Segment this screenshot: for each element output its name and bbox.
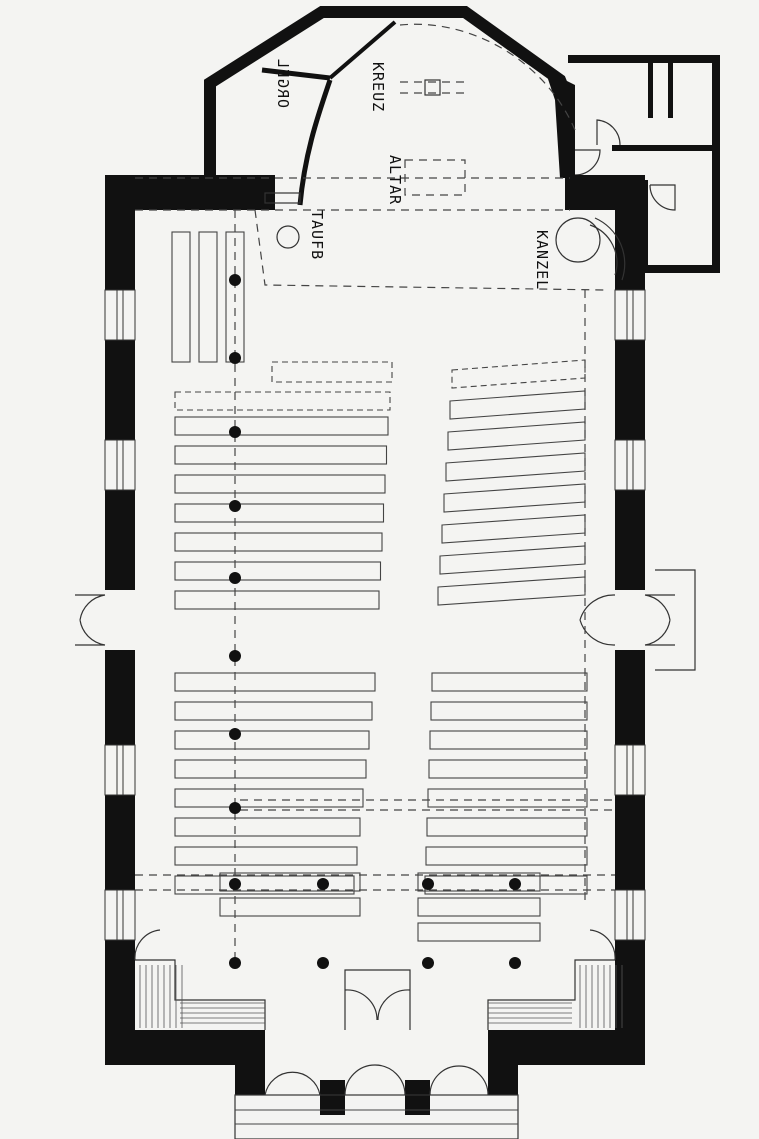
- pew: [431, 672, 588, 692]
- pew: [174, 701, 373, 721]
- label-baptismal-font: TAUFB: [308, 210, 326, 260]
- column: [509, 957, 521, 969]
- column: [229, 500, 241, 512]
- pew: [439, 545, 586, 575]
- pew: [174, 672, 376, 692]
- pew: [417, 872, 541, 892]
- nave-walls: [105, 175, 645, 1115]
- entrance: [134, 929, 623, 1139]
- pew: [451, 359, 586, 389]
- pew: [430, 701, 588, 721]
- pew: [426, 817, 588, 837]
- pew: [174, 875, 355, 895]
- column: [229, 802, 241, 814]
- chancel: [135, 79, 626, 291]
- pew: [174, 416, 389, 436]
- column: [229, 572, 241, 584]
- pew: [425, 846, 588, 866]
- pew: [174, 788, 364, 808]
- label-organ: ORGEL: [274, 58, 292, 108]
- column: [229, 352, 241, 364]
- pew: [174, 445, 388, 465]
- pew: [447, 421, 586, 451]
- pew: [174, 846, 358, 866]
- columns: [229, 274, 521, 969]
- pews: [171, 231, 588, 942]
- side-doors: [75, 569, 696, 671]
- pew: [445, 452, 586, 482]
- pew: [174, 730, 370, 750]
- pew: [441, 514, 586, 544]
- window: [104, 744, 136, 796]
- windows: [104, 289, 646, 941]
- column: [422, 878, 434, 890]
- pew: [443, 483, 586, 513]
- column: [229, 878, 241, 890]
- column: [317, 957, 329, 969]
- pew: [174, 532, 383, 552]
- column: [229, 650, 241, 662]
- column: [229, 426, 241, 438]
- choir-bench: [198, 231, 218, 363]
- baptismal-font-icon: [276, 225, 300, 249]
- pew: [449, 390, 586, 420]
- pew: [174, 391, 391, 411]
- pew: [437, 576, 586, 606]
- pew: [271, 361, 393, 383]
- pew: [417, 897, 541, 917]
- pew: [174, 561, 382, 581]
- column: [229, 728, 241, 740]
- pew: [174, 759, 367, 779]
- pew: [429, 730, 588, 750]
- altar-table: [404, 159, 466, 196]
- window: [104, 889, 136, 941]
- pew: [174, 817, 361, 837]
- column: [229, 274, 241, 286]
- window: [104, 289, 136, 341]
- column: [229, 957, 241, 969]
- column: [509, 878, 521, 890]
- label-pulpit: KANZEL: [533, 230, 551, 290]
- pew: [174, 590, 380, 610]
- pew: [174, 474, 386, 494]
- window: [614, 439, 646, 491]
- window: [614, 744, 646, 796]
- window: [614, 289, 646, 341]
- apse-walls: [204, 6, 576, 206]
- structure-lines: [135, 210, 615, 965]
- label-altar: ALTAR: [386, 155, 404, 205]
- pew: [219, 897, 361, 917]
- entrance-stairs: [139, 965, 623, 1028]
- window: [614, 889, 646, 941]
- cross-icon: [424, 79, 441, 96]
- pew: [428, 759, 588, 779]
- label-cross: KREUZ: [369, 62, 387, 112]
- column: [317, 878, 329, 890]
- pew: [427, 788, 588, 808]
- pew: [174, 503, 385, 523]
- pew: [219, 872, 361, 892]
- choir-bench: [171, 231, 191, 363]
- window: [104, 439, 136, 491]
- pew: [417, 922, 541, 942]
- pulpit-icon: [555, 217, 601, 263]
- column: [422, 957, 434, 969]
